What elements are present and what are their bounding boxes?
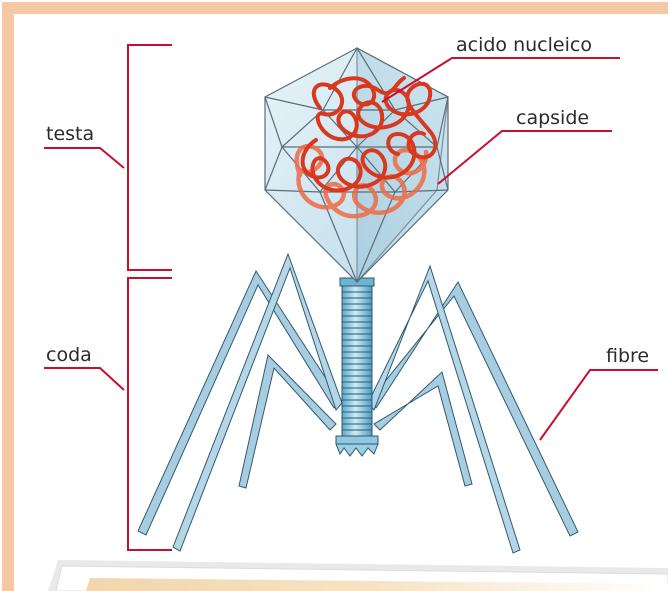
bottom-card	[48, 560, 668, 591]
label-acido-nucleico: acido nucleico	[456, 34, 592, 56]
label-capside: capside	[516, 107, 589, 129]
bracket-testa	[128, 45, 172, 270]
leader-testa	[44, 148, 124, 168]
label-testa: testa	[46, 123, 94, 145]
label-coda: coda	[46, 344, 92, 366]
leader-fibre	[540, 370, 658, 440]
tail-sheath	[336, 278, 378, 456]
label-fibre: fibre	[606, 345, 649, 367]
leader-coda	[44, 368, 124, 390]
leader-capside	[438, 131, 612, 184]
